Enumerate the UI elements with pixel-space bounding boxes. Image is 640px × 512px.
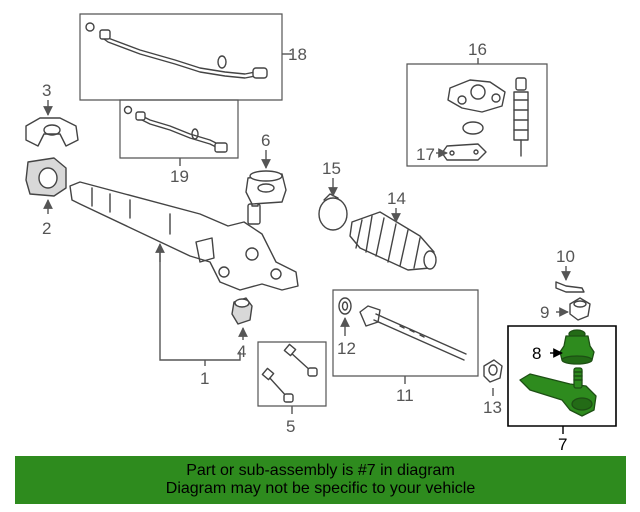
callout-11: 11 [396, 386, 414, 405]
part-19-feed-line [120, 100, 238, 158]
callout-13: 13 [483, 398, 502, 417]
callout-15: 15 [322, 159, 341, 178]
part-8-dust-boot [560, 330, 594, 364]
info-banner: Part or sub-assembly is #7 in diagram Di… [15, 456, 626, 504]
part-3-bracket [26, 118, 78, 146]
callout-7: 7 [558, 435, 567, 454]
banner-line-1: Part or sub-assembly is #7 in diagram [186, 462, 455, 480]
part-4-grommet [232, 298, 252, 324]
callout-6: 6 [261, 131, 270, 150]
callout-9: 9 [540, 303, 549, 322]
part-15-clamp [319, 194, 347, 230]
callout-18: 18 [288, 45, 307, 64]
callout-14: 14 [387, 189, 406, 208]
part-2-bushing [26, 158, 66, 196]
callout-16: 16 [468, 40, 487, 59]
part-9-castle-nut [570, 298, 590, 320]
part-13-nut [484, 360, 502, 382]
callout-5: 5 [286, 417, 295, 436]
part-6-seal [246, 171, 286, 204]
callout-19: 19 [170, 167, 189, 186]
part-5-bolts [258, 342, 326, 406]
part-10-cotter-pin [556, 282, 584, 292]
callout-4: 4 [237, 342, 246, 361]
part-14-boot [350, 212, 436, 270]
callout-8: 8 [532, 344, 541, 363]
parts-diagram: 18 19 16 17 3 2 [0, 0, 640, 455]
callout-3: 3 [42, 81, 51, 100]
part-18-feed-line [80, 14, 282, 100]
callout-17: 17 [416, 145, 435, 164]
callout-12: 12 [337, 339, 356, 358]
part-11-tie-rod [333, 290, 478, 376]
banner-line-2: Diagram may not be specific to your vehi… [166, 480, 475, 498]
part-7-tie-rod-end-highlight [508, 326, 616, 426]
callout-10: 10 [556, 247, 575, 266]
callout-2: 2 [42, 219, 51, 238]
callout-1: 1 [200, 369, 209, 388]
